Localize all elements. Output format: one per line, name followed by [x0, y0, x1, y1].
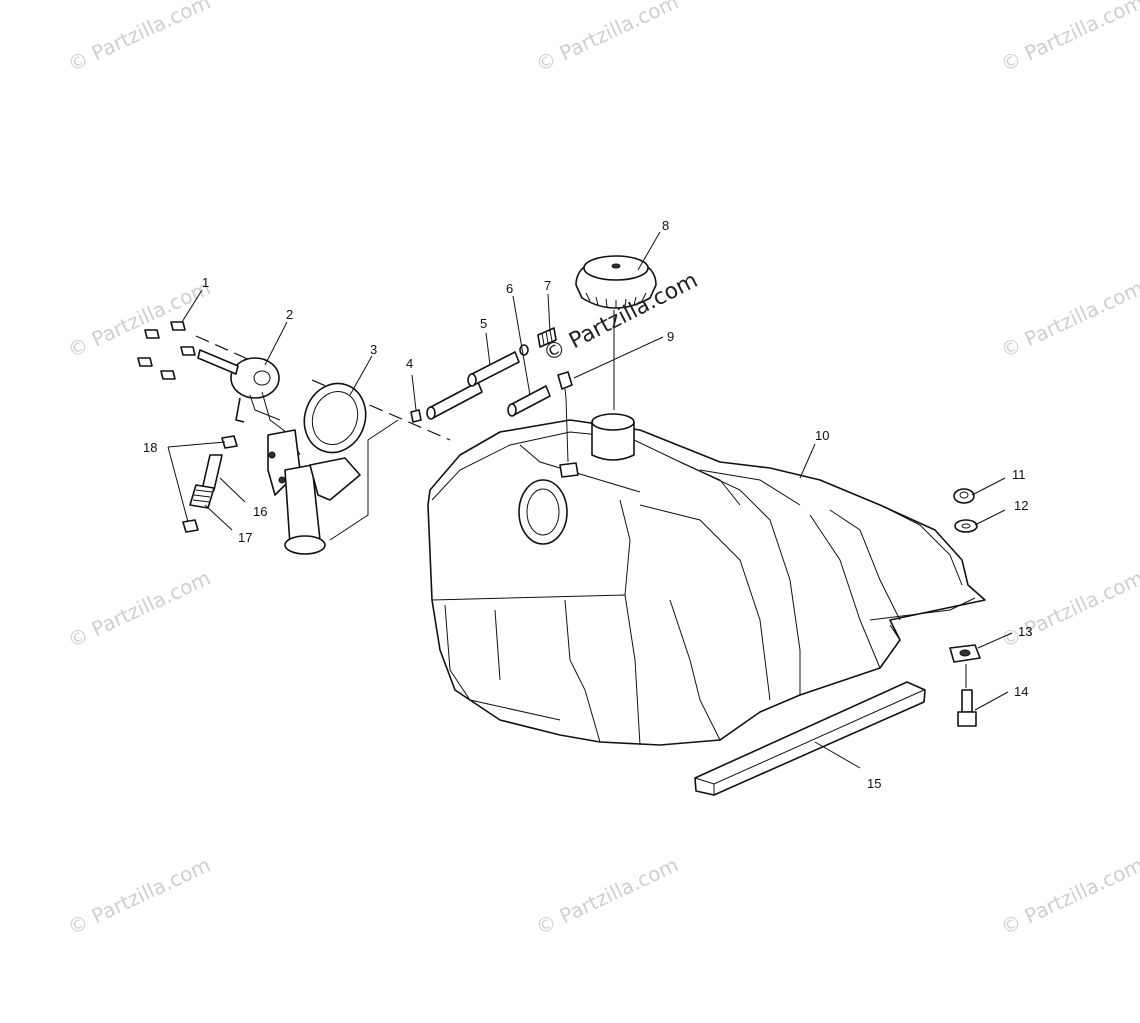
washer-12 — [954, 519, 978, 533]
callout-18: 18 — [143, 440, 157, 455]
vent-alignment-line — [565, 397, 569, 463]
callout-7: 7 — [544, 278, 551, 293]
vent-hose-5 — [426, 351, 520, 420]
watermark: © Partzilla.com — [64, 566, 214, 653]
callout-10: 10 — [815, 428, 829, 443]
watermark: © Partzilla.com — [532, 0, 682, 77]
screw-alignment-line — [195, 335, 251, 361]
bolt-14 — [957, 689, 977, 727]
pump-bracket-line — [329, 419, 399, 541]
fuel-pump-assembly — [197, 349, 361, 555]
callout-11: 11 — [1012, 467, 1026, 482]
callout-5: 5 — [480, 316, 487, 331]
leader-lines — [167, 231, 1013, 769]
callout-14: 14 — [1014, 684, 1028, 699]
fuel-cap — [575, 255, 657, 309]
clamp-4 — [410, 409, 422, 423]
vent-hose-6 — [507, 385, 551, 417]
watermark: © Partzilla.com — [64, 0, 214, 77]
fuel-hose-16 — [201, 454, 223, 491]
callout-17: 17 — [238, 530, 252, 545]
callout-15: 15 — [867, 776, 881, 791]
callout-12: 12 — [1014, 498, 1028, 513]
nut-11 — [953, 488, 975, 504]
watermark: © Partzilla.com — [532, 853, 682, 940]
watermark: © Partzilla.com — [997, 0, 1140, 77]
fuel-filter-17 — [189, 484, 215, 509]
fuel-tank — [427, 413, 986, 746]
gasket-3 — [303, 382, 367, 454]
callout-labels: 1 2 3 4 5 6 7 8 9 10 11 12 13 14 15 16 1… — [143, 218, 1032, 791]
callout-8: 8 — [662, 218, 669, 233]
vent-fitting-9 — [557, 371, 573, 399]
callout-6: 6 — [506, 281, 513, 296]
callout-2: 2 — [286, 307, 293, 322]
watermark: © Partzilla.com — [997, 566, 1140, 653]
grommet-13 — [949, 644, 981, 663]
callout-3: 3 — [370, 342, 377, 357]
watermark: © Partzilla.com — [64, 853, 214, 940]
spring-clamp-7 — [537, 327, 557, 348]
clamps-18 — [182, 435, 238, 533]
watermark: © Partzilla.com — [997, 853, 1140, 940]
foam-pad-15 — [694, 681, 926, 796]
screws-1 — [137, 321, 196, 380]
callout-9: 9 — [667, 329, 674, 344]
callout-1: 1 — [202, 275, 209, 290]
watermark: © Partzilla.com — [997, 276, 1140, 363]
callout-4: 4 — [406, 356, 413, 371]
callout-16: 16 — [253, 504, 267, 519]
callout-13: 13 — [1018, 624, 1032, 639]
